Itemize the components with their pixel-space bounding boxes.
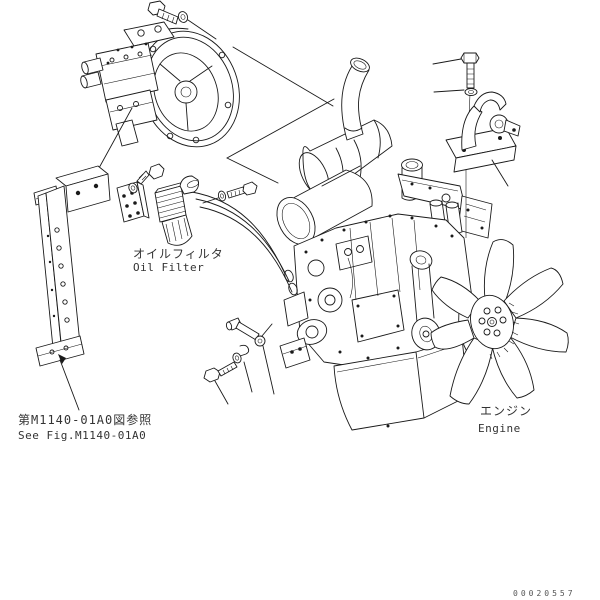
lifting-bracket (445, 91, 521, 173)
hose-clamp-parts (203, 317, 275, 405)
leader-1 (214, 380, 229, 405)
drawing-number: 00020557 (513, 589, 576, 598)
leader-bolt (432, 58, 462, 65)
leader-washer (433, 89, 465, 93)
leader-bracket (491, 159, 509, 187)
lifting-bracket-group (432, 52, 521, 238)
pointer-lines (226, 46, 335, 184)
leader-3 (262, 345, 275, 395)
hydraulic-pump-assembly (80, 0, 240, 148)
leader-pump-washer (187, 19, 217, 40)
mounting-bolt (460, 52, 480, 89)
filter-hoses (191, 191, 293, 293)
fan-hub (470, 294, 520, 360)
clamp-engine-link (261, 323, 273, 337)
plate-bolt (136, 163, 165, 185)
engine-label-jp: エンジン (480, 404, 532, 418)
filter-mount-plate-group (116, 163, 165, 223)
leader-mid-washer (202, 197, 219, 204)
oil-filter-label-en: Oil Filter (133, 261, 204, 274)
clip (239, 344, 250, 357)
air-cleaner (276, 165, 373, 245)
pump-bolt-washer (147, 0, 217, 40)
see-fig-arrow (58, 354, 80, 411)
bracket-channel (35, 185, 85, 367)
muffler (298, 119, 393, 199)
engine-assembly (276, 57, 493, 431)
see-fig-label-en: See Fig.M1140-01A0 (18, 429, 146, 442)
see-fig-label-jp: 第M1140-01A0図参照 (18, 412, 152, 427)
pump-body (80, 21, 175, 147)
exhaust-pipe (341, 57, 370, 141)
washer (464, 88, 478, 96)
oil-filter-label-jp: オイルフィルタ (133, 247, 224, 261)
mid-bolt-washer (202, 181, 258, 204)
engine-label-en: Engine (478, 422, 521, 435)
leader-2 (243, 361, 253, 393)
rear-engine-face (457, 195, 493, 239)
vertical-mount-bracket (33, 165, 111, 411)
oil-filter (154, 175, 200, 246)
fan-blades (430, 239, 569, 405)
cooling-fan (430, 239, 569, 405)
plate-washer (128, 182, 138, 194)
